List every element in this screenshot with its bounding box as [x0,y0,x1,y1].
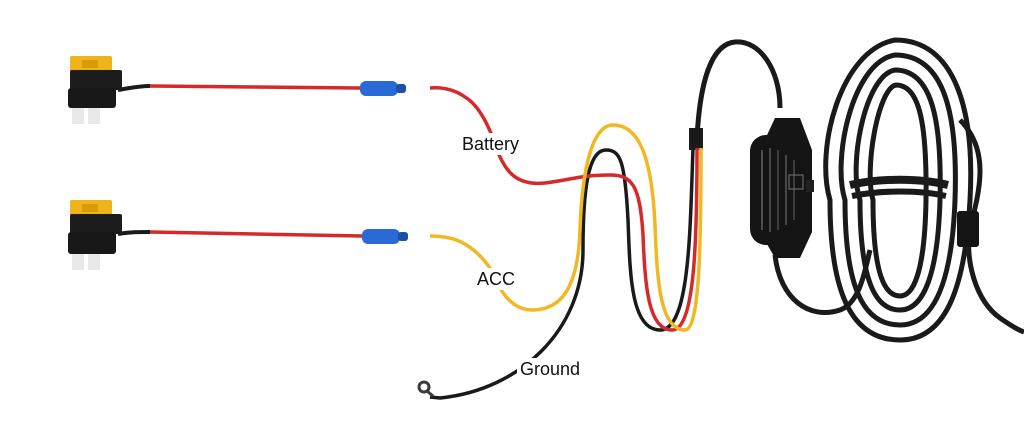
add-a-fuse-tap-icon [68,56,151,124]
battery-wire [429,86,699,332]
butt-connector-icon [360,81,406,96]
battery-label: Battery [459,133,523,155]
add-a-fuse-tap-icon [68,200,151,270]
ground-wire [429,147,695,400]
acc-wire [429,123,703,332]
coiled-cable [694,37,1024,343]
hardwire-converter-icon [750,118,814,258]
ring-terminal-icon [417,380,434,398]
fuse-tap-lead-top [149,84,361,90]
butt-connector-icon [362,229,408,244]
fuse-tap-lead-bottom [149,230,363,238]
ferrite-bead [957,211,979,247]
ground-label: Ground [517,358,584,380]
wire-bundle [689,128,703,150]
acc-label: ACC [474,268,519,290]
